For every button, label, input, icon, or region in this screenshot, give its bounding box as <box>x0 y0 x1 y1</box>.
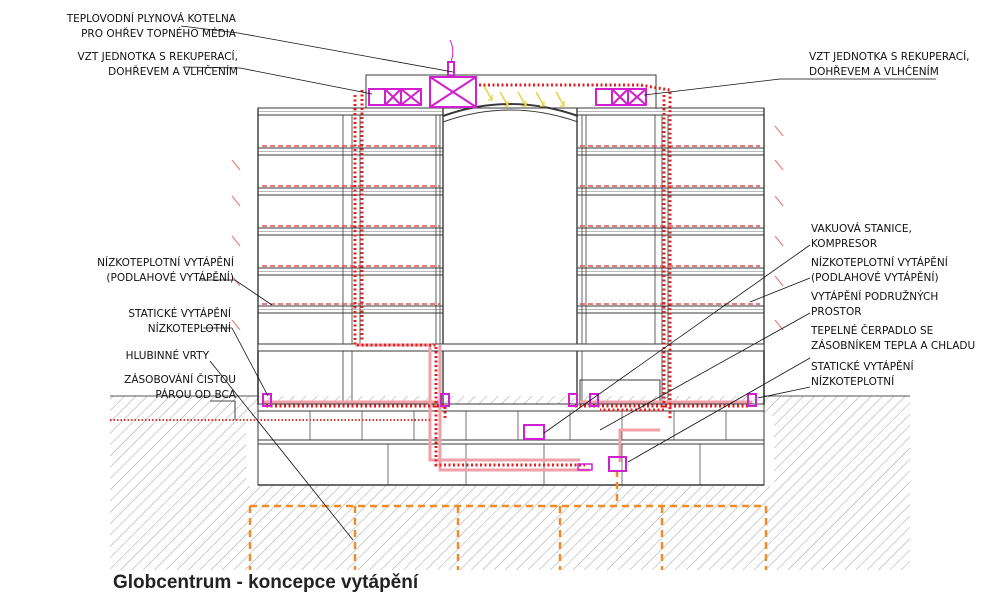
heat-pump <box>608 456 627 472</box>
building-structure <box>257 107 765 486</box>
boiler-room-unit <box>429 39 477 108</box>
label-vzt-left: VZT JEDNOTKA S REKUPERACÍ,DOHŘEVEM A VLH… <box>77 51 238 78</box>
static-heater-right <box>747 393 757 407</box>
leader-lines <box>180 25 936 541</box>
small-unit <box>577 463 593 471</box>
vacuum-station <box>523 424 545 440</box>
static-heater-mid-left <box>440 393 450 407</box>
solar-arrows <box>483 85 565 107</box>
facade-arrows <box>231 125 784 331</box>
floor-heating-lines <box>262 145 760 305</box>
label-vacuum-station: VAKUOVÁ STANICE,KOMPRESOR <box>811 223 912 250</box>
vzt-unit-left <box>368 88 422 106</box>
deep-boreholes <box>248 470 768 570</box>
vzt-unit-right <box>595 88 647 106</box>
distribution-pipes <box>262 343 752 472</box>
label-vzt-right: VZT JEDNOTKA S REKUPERACÍ,DOHŘEVEM A VLH… <box>809 51 970 78</box>
diagram-caption: Globcentrum - koncepce vytápění <box>113 572 419 593</box>
label-deep-boreholes: HLUBINNÉ VRTY <box>125 350 209 362</box>
equipment <box>262 39 757 472</box>
label-floor-heating-left: NÍZKOTEPLOTNÍ VYTÁPĚNÍ(PODLAHOVÉ VYTÁPĚN… <box>97 257 234 284</box>
label-floor-heating-right: NÍZKOTEPLOTNÍ VYTÁPĚNÍ(PODLAHOVÉ VYTÁPĚN… <box>811 257 948 284</box>
static-heater-mid-right <box>568 393 578 407</box>
atrium-roof <box>365 74 657 123</box>
